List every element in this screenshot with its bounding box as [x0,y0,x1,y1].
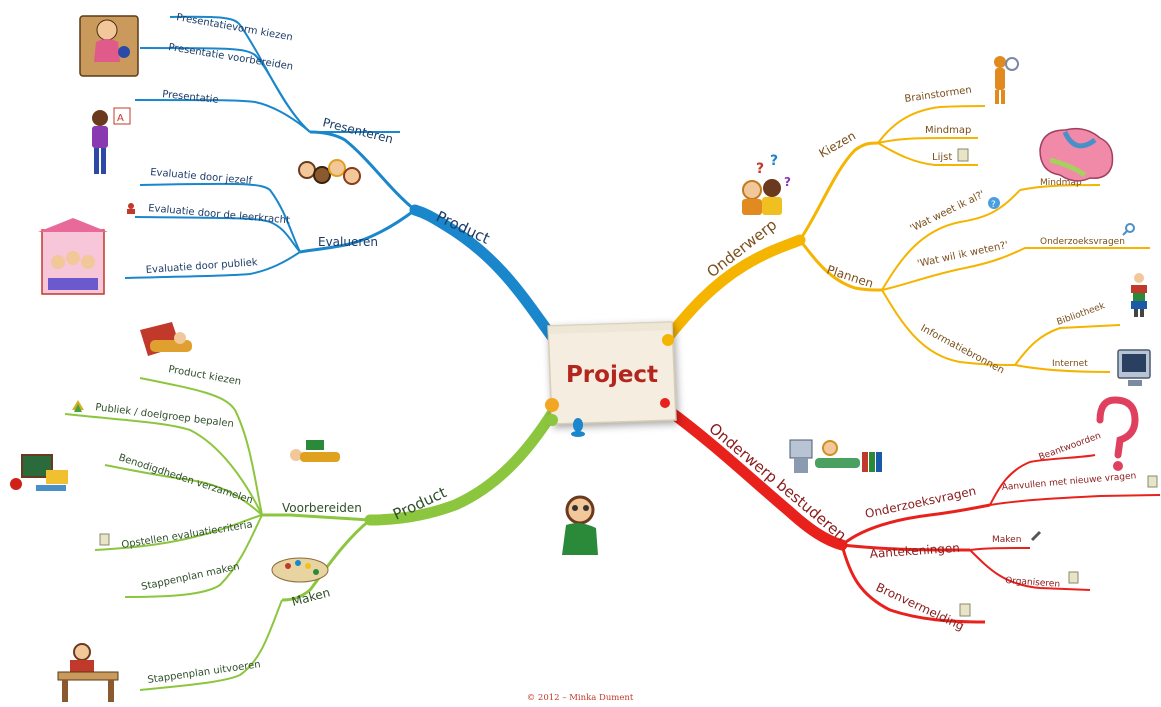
puppet-theater-icon [38,218,108,295]
leaf-informatiebronnen: Informatiebronnen [919,323,1006,376]
central-node[interactable] [547,321,677,425]
node-aantekeningen: Aantekeningen [869,541,960,561]
branch-product-top [409,204,559,344]
node-kiezen: Kiezen [817,129,859,161]
thinking-boy-icon [562,495,598,555]
leaf-benodigdheden: Benodigdheden verzamelen [117,452,254,506]
help-icon: ? [988,197,1000,210]
node-presenteren: Presenteren [321,115,394,146]
branch-onderwerp [658,234,806,348]
leaf-publiek: Publiek / doelgroep bepalen [95,402,235,430]
central-title: Project [566,362,658,388]
magnifier-figure-icon [994,56,1019,104]
brain-icon [1039,127,1114,182]
pen-icon [1030,530,1042,542]
leaf-maken-red: Maken [992,535,1021,545]
child-lying-icon [290,440,340,462]
presenting-child-icon: A [92,107,131,174]
notepad-icon [99,148,1158,617]
blue-sub-branches [124,15,416,279]
search-icon [1122,223,1135,236]
leaf-evaluatie-publiek: Evaluatie door publiek [145,257,258,276]
branch-label-bestuderen: Onderwerp bestuderen [705,419,849,544]
children-faces-icon [298,159,361,185]
svg-text:A: A [117,113,124,124]
leaf-presentatievorm: Presentatievorm kiezen [175,12,293,43]
leaf-lijst: Lijst [932,152,952,163]
branch-bestuderen [662,404,848,551]
leaf-brainstormen: Brainstormen [904,85,973,105]
books-figure-icon [1131,273,1147,317]
orange-sub-branches [798,105,1150,373]
leaf-wat-wil: 'Wat wil ik weten?' [916,240,1009,270]
node-evalueren: Evalueren [318,235,378,249]
paint-palette-icon [271,557,329,583]
branch-product-bottom [364,406,559,526]
thinking-child-icon: ? ? ? [742,153,791,215]
leaf-opstellen: Opstellen evaluatiecriteria [121,519,254,551]
green-sub-branches [64,377,371,691]
recycle-icon [72,400,84,412]
leaf-presentatie: Presentatie [162,89,219,106]
node-voorbereiden: Voorbereiden [282,501,362,515]
school-supplies-icon [10,454,68,491]
svg-text:?: ? [770,153,778,169]
child-at-desk-icon [57,643,119,702]
person-icon [127,203,135,214]
leaf-mindmap-2: Mindmap [1040,178,1082,188]
pin-icon [545,334,674,437]
leaf-internet: Internet [1052,359,1088,369]
teacher-clipart-icon [79,15,139,77]
computer-monitor-icon [1117,349,1151,386]
copyright-footer: © 2012 – Minka Dument [527,693,634,703]
leaf-onderzoeksvragen-plan: Onderzoeksvragen [1040,237,1125,247]
leaf-evaluatie-leerkracht: Evaluatie door de leerkracht [148,203,291,226]
leaf-organiseren: Organiseren [1005,576,1061,590]
leaf-bibliotheek: Bibliotheek [1056,301,1108,328]
svg-text:?: ? [784,175,791,189]
leaf-presentatie-voorbereiden: Presentatie voorbereiden [168,42,294,73]
reading-child-icon [140,322,192,356]
leaf-stappenplan-maken: Stappenplan maken [140,561,240,593]
svg-text:?: ? [756,161,764,177]
red-sub-branches [840,454,1161,624]
leaf-wat-weet: 'Wat weet ik al?' [908,189,986,235]
leaf-product-kiezen: Product kiezen [167,364,241,388]
svg-text:?: ? [991,200,996,210]
question-mark-icon [1096,396,1139,471]
node-bronvermelding: Bronvermelding [874,580,967,633]
child-at-computer-icon [789,439,882,473]
leaf-aanvullen: Aanvullen met nieuwe vragen [1001,471,1136,493]
leaf-mindmap: Mindmap [925,125,971,136]
